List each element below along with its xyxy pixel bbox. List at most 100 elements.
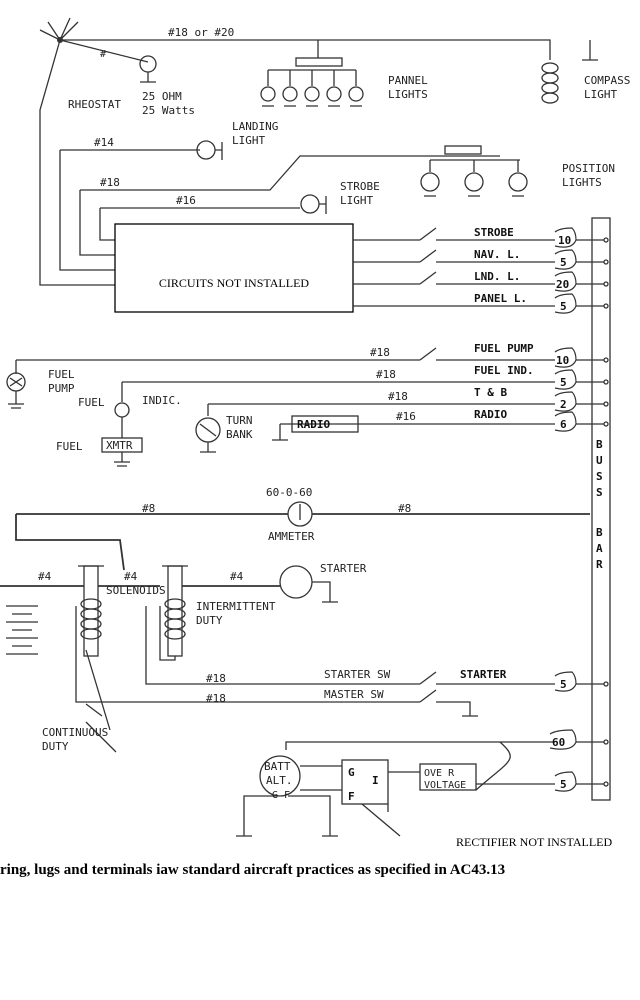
circuit-lnd-label: LND. L.	[474, 270, 520, 283]
buss-bar-letter-1: B	[596, 438, 603, 451]
panel-lamp-4-icon	[326, 86, 342, 102]
reg-g-label: G	[348, 766, 355, 779]
wire-label-18-or-20: #18 or #20	[168, 26, 234, 39]
ammeter-scale-label: 60-0-60	[266, 486, 312, 499]
radio-box-label: RADIO	[297, 418, 330, 431]
fuel-label: FUEL	[56, 440, 83, 453]
fuse-radio-value: 6	[560, 418, 567, 431]
wire-label-18d: #18	[388, 390, 408, 403]
fuse-starter	[554, 671, 577, 692]
rheostat-watts-label: 25 Watts	[142, 104, 195, 117]
fuse-nav	[554, 249, 577, 270]
fuse-60	[549, 729, 577, 750]
wire-label-18f: #18	[206, 692, 226, 705]
circuit-nav-label: NAV. L.	[474, 248, 520, 261]
position-lamp-1-icon	[420, 172, 440, 192]
landing-light-group: #14 LANDING LIGHT	[59, 120, 278, 271]
circuit-radio-label: RADIO	[474, 408, 507, 421]
circuits-not-installed-label: CIRCUITS NOT INSTALLED	[159, 276, 309, 290]
fuse-nav-value: 5	[560, 256, 567, 269]
reg-i-label: I	[372, 774, 379, 787]
wire-label-4b: #4	[124, 570, 138, 583]
strobe-light-icon	[300, 194, 320, 214]
alternator-section: BATT ALT. G F G F I OVE R VOLTAGE RECTIF…	[236, 741, 612, 849]
wire-label-18b: #18	[370, 346, 390, 359]
master-sw-label: MASTER SW	[324, 688, 384, 701]
strobe-label: STROBE	[340, 180, 380, 193]
circuit-strobe-label: STROBE	[474, 226, 514, 239]
fuse-panel-value: 5	[560, 300, 567, 313]
panel-lamp-3-icon	[304, 86, 320, 102]
fuse-tb	[554, 391, 577, 412]
pannel-lights-label: LIGHTS	[388, 88, 428, 101]
fuse-tb-value: 2	[560, 398, 567, 411]
bank-label: BANK	[226, 428, 253, 441]
buss-bar-letter-6: A	[596, 542, 603, 555]
rheostat-ohm-label: 25 OHM	[142, 90, 182, 103]
pannel-label: PANNEL	[388, 74, 428, 87]
wire-label-14: #14	[94, 136, 114, 149]
position-lights-label: LIGHTS	[562, 176, 602, 189]
position-lights-group: #18 POSITION LIGHTS	[79, 145, 615, 256]
wire-label-18a: #18	[100, 176, 120, 189]
landing-light-label: LIGHT	[232, 134, 265, 147]
compass-label: COMPASS	[584, 74, 630, 87]
solenoids-label: SOLENOIDS	[106, 584, 166, 597]
compass-light-group: COMPASS LIGHT	[541, 62, 630, 104]
fuel-indic-label-1: FUEL	[78, 396, 105, 409]
intermittent-duty-label: DUTY	[196, 614, 223, 627]
buss-bar-letter-7: R	[596, 558, 603, 571]
continuous-solenoid-icon	[83, 565, 99, 657]
fuse-fuel-pump-value: 10	[556, 354, 569, 367]
fuel-indic-label-2: INDIC.	[142, 394, 182, 407]
buss-bar-letter-2: U	[596, 454, 603, 467]
battery-icon	[6, 605, 38, 655]
wire-label-16a: #16	[176, 194, 196, 207]
fuse-panel	[554, 293, 577, 314]
wire-label-hash: #	[100, 49, 106, 60]
position-lamp-3-icon	[508, 172, 528, 192]
reg-f-label: F	[348, 790, 355, 803]
wire-label-4c: #4	[230, 570, 244, 583]
intermittent-label: INTERMITTENT	[196, 600, 276, 613]
voltage-regulator-icon	[341, 759, 389, 805]
fuse-fuel-ind-value: 5	[560, 376, 567, 389]
wire-label-8b: #8	[398, 502, 411, 515]
pannel-lights-group: PANNEL LIGHTS	[260, 40, 428, 107]
starter-sw-label: STARTER SW	[324, 668, 391, 681]
circuit-panel-label: PANEL L.	[474, 292, 527, 305]
continuous-label: CONTINUOUS	[42, 726, 108, 739]
rheostat-label: RHEOSTAT	[68, 98, 121, 111]
xmtr-label: XMTR	[106, 439, 133, 452]
fuse-60-value: 60	[552, 736, 565, 749]
buss-bar-letter-5: B	[596, 526, 603, 539]
fuel-pump-label: PUMP	[48, 382, 75, 395]
circuit-fuel-ind-label: FUEL IND.	[474, 364, 534, 377]
rectifier-not-installed-label: RECTIFIER NOT INSTALLED	[456, 835, 612, 849]
fuse-fuel-ind	[554, 369, 577, 390]
wire-label-4a: #4	[38, 570, 52, 583]
strobe-light-label: LIGHT	[340, 194, 373, 207]
fuses: 10 5 20 5 10 5 2 6 5 60 5	[549, 227, 577, 792]
alt-label: ALT.	[266, 774, 293, 787]
schematic-svg: # RHEOSTAT 25 OHM 25 Watts #18 or #20 PA…	[0, 17, 630, 849]
strobe-light-group: #16 STROBE LIGHT	[99, 180, 380, 241]
panel-lamp-1-icon	[260, 86, 276, 102]
fuse-starter-value: 5	[560, 678, 567, 691]
ammeter-group: 60-0-60 AMMETER #8 #8	[15, 486, 590, 571]
fuse-fuel-pump	[554, 347, 577, 368]
compass-light-coil-icon	[541, 82, 559, 94]
intermittent-solenoid-icon	[167, 565, 183, 657]
ammeter-label: AMMETER	[268, 530, 315, 543]
fuel-section: FUEL PUMP FUEL INDIC. FUEL XMTR TURN BAN…	[6, 342, 555, 467]
wire-label-8a: #8	[142, 502, 155, 515]
wire-label-18e: #18	[206, 672, 226, 685]
wire-label-16b: #16	[396, 410, 416, 423]
fuse-5-alt-value: 5	[560, 778, 567, 791]
fuse-strobe	[554, 227, 577, 248]
buss-bar: B U S S B A R	[591, 217, 611, 801]
caption: ring, lugs and terminals iaw standard ai…	[0, 862, 506, 878]
over-voltage-icon	[419, 763, 477, 791]
starter-label: STARTER	[320, 562, 367, 575]
